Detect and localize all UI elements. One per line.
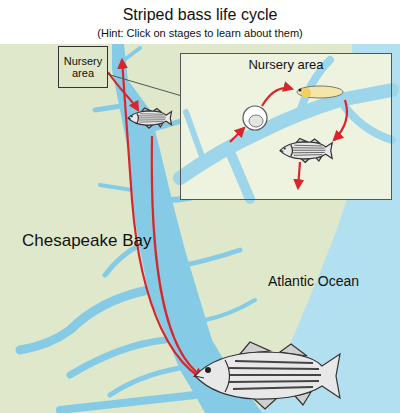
river xyxy=(100,185,132,190)
migration-arrow xyxy=(108,72,138,110)
stage-arrow xyxy=(298,162,300,188)
river xyxy=(95,105,128,110)
nursery-locator-box: Nursery area xyxy=(58,46,108,88)
river xyxy=(185,250,240,265)
zoom-leader-line xyxy=(108,74,180,95)
river xyxy=(20,290,148,350)
river xyxy=(205,300,255,320)
subtitle-hint: (Hint: Click on stages to learn about th… xyxy=(0,27,400,40)
inset-background xyxy=(180,53,392,200)
river xyxy=(105,245,140,275)
stage-arrow xyxy=(262,88,292,106)
stage-arrows xyxy=(230,88,347,188)
inset-water xyxy=(180,60,392,199)
adult-striped-bass xyxy=(195,342,340,409)
bay-label: Chesapeake Bay xyxy=(22,231,172,251)
land xyxy=(0,44,400,413)
river xyxy=(124,48,140,60)
nursery-inset-box: Nursery area xyxy=(180,53,392,200)
river xyxy=(230,152,250,199)
larva-yolk xyxy=(301,88,311,98)
river xyxy=(110,368,180,395)
inset-juvenile-fish xyxy=(280,138,332,162)
egg-yolk xyxy=(249,115,263,127)
egg xyxy=(243,106,267,130)
river xyxy=(340,100,392,140)
diagram-title: Striped bass life cycle xyxy=(0,6,400,24)
larva xyxy=(297,86,343,98)
stage-arrow xyxy=(334,100,347,140)
river xyxy=(186,112,205,165)
ocean-label: Atlantic Ocean xyxy=(268,273,388,289)
stage-arrow xyxy=(230,128,244,142)
box-label: Nursery area xyxy=(187,58,385,72)
box-label: Nursery area xyxy=(61,55,105,79)
river xyxy=(60,395,195,410)
river xyxy=(70,340,165,375)
river xyxy=(180,90,392,178)
larva-eye xyxy=(299,89,302,92)
juvenile-fish xyxy=(128,108,172,128)
